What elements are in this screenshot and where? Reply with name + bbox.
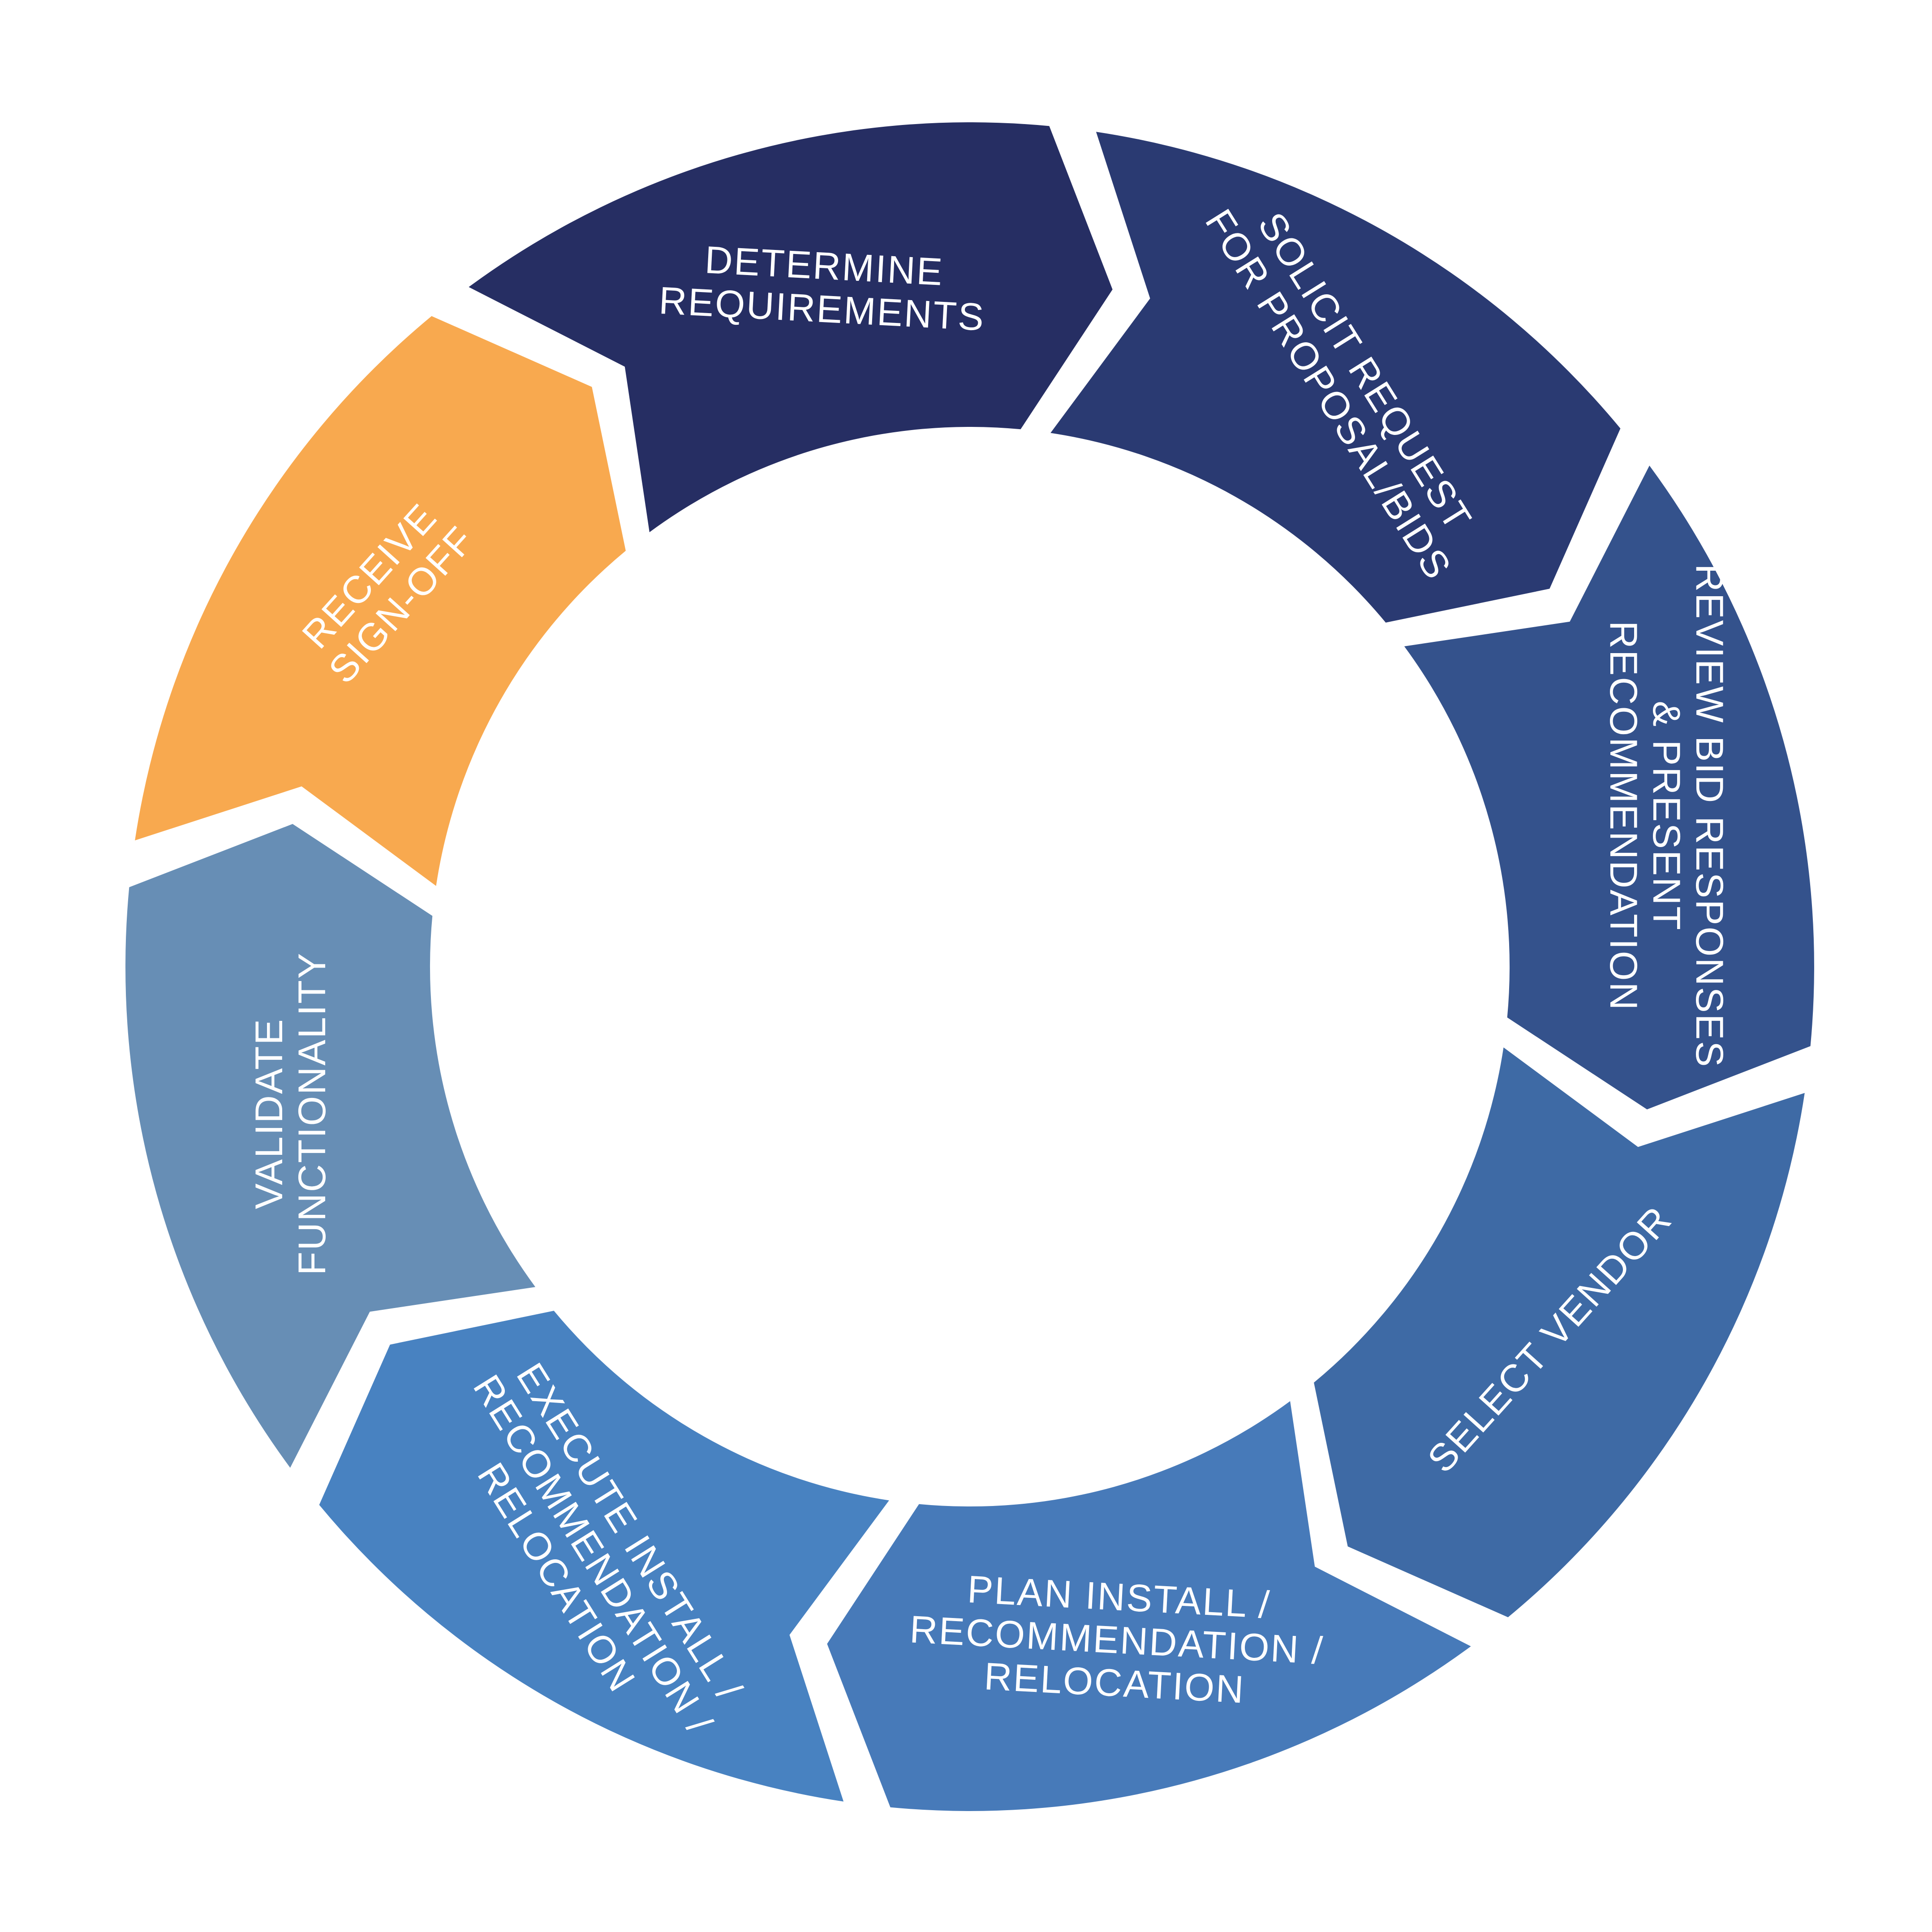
segment-validate-functionality bbox=[125, 824, 536, 1468]
segment-solicit-request bbox=[1050, 132, 1621, 623]
segment-label-line: RECOMMENDATION bbox=[1602, 621, 1645, 1011]
segment-label-line: FUNCTIONALITY bbox=[291, 952, 334, 1275]
segment-select-vendor bbox=[1314, 1047, 1805, 1618]
segment-label-line: & PRESENT bbox=[1645, 701, 1688, 931]
segment-receive-sign-off bbox=[135, 316, 626, 886]
segment-label-line: VALIDATE bbox=[248, 1018, 291, 1209]
segment-review-bid-responses bbox=[1404, 465, 1814, 1110]
segment-label-line: REVIEW BID RESPONSES bbox=[1688, 564, 1731, 1068]
segment-label-review-bid-responses: REVIEW BID RESPONSES& PRESENTRECOMMENDAT… bbox=[1602, 564, 1731, 1068]
segment-plan-install bbox=[827, 1401, 1471, 1811]
segment-execute-install bbox=[319, 1311, 889, 1802]
segment-determine-requirements bbox=[469, 122, 1113, 533]
segment-label-plan-install: PLAN INSTALL /RECOMMENDATION /RELOCATION bbox=[908, 1568, 1325, 1712]
